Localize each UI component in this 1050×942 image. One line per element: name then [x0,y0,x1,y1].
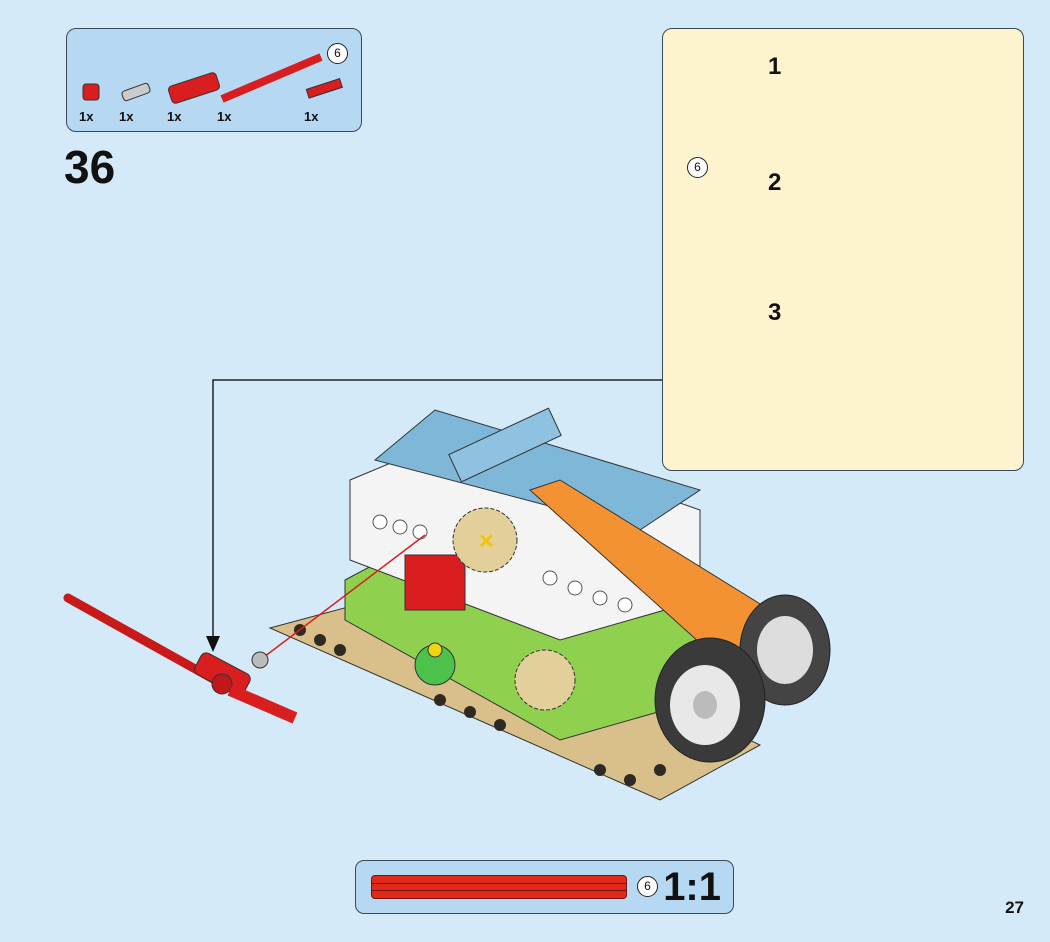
beam-holes [372,514,633,613]
axle-connector-icon [305,78,343,99]
insertion-guide [259,534,426,661]
grey-pin-icon [121,82,151,102]
axle-6-icon [220,53,323,103]
base-studs [294,624,666,786]
sub-assembly-callout: 1 2 3 6 [662,28,1024,471]
substep-2: 2 [768,169,782,196]
red-block [404,554,466,611]
qty-cross-block: 1x [167,109,182,124]
scale-ratio: 1:1 [663,865,721,909]
axle-length-badge: 6 [327,43,348,64]
parts-list-box: 1x 1x 1x 1x 1x 6 [66,28,362,132]
substep-1: 1 [768,53,782,80]
red-bush-icon [82,83,100,101]
page-number: 27 [1005,898,1024,917]
qty-axle: 1x [217,109,232,124]
step-number: 36 [64,141,116,193]
scale-indicator: 6 1:1 [355,860,734,914]
qty-bush: 1x [79,109,94,124]
cross-block-icon [167,72,221,104]
red-axle-subassembly [63,593,298,724]
svg-text:✕: ✕ [478,531,495,553]
gear-upper [452,507,518,573]
axle-scale-bar [371,875,627,899]
gear-lower [514,649,576,711]
scale-length-badge: 6 [637,876,658,897]
callout-axle-length-badge: 6 [687,157,708,178]
parts-icons [82,53,343,104]
qty-pin: 1x [119,109,134,124]
qty-connector: 1x [304,109,319,124]
substep-3: 3 [768,299,782,326]
blue-crossbar [448,407,562,483]
callout-guide-line [212,379,662,640]
down-arrow-icon [206,636,220,652]
